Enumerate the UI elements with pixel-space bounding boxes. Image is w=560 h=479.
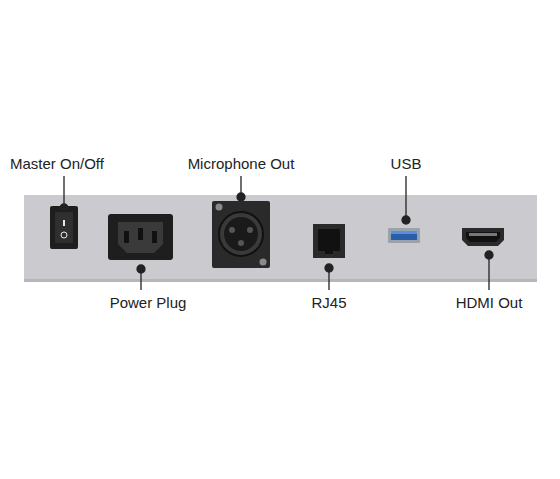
panel-edge xyxy=(24,279,537,282)
iec-power-socket xyxy=(108,214,173,260)
usb-port xyxy=(388,228,420,243)
part-label: USB xyxy=(391,155,422,173)
xlr-connector xyxy=(212,201,270,268)
rj45-socket xyxy=(313,224,345,258)
rear-panel xyxy=(24,195,537,282)
part-label: Power Plug xyxy=(110,294,187,312)
hdmi-port xyxy=(462,228,504,246)
part-label: HDMI Out xyxy=(456,294,523,312)
leader-lines xyxy=(60,176,493,290)
part-label: RJ45 xyxy=(311,294,346,312)
part-label: Microphone Out xyxy=(188,155,295,173)
part-label: Master On/Off xyxy=(10,155,104,173)
